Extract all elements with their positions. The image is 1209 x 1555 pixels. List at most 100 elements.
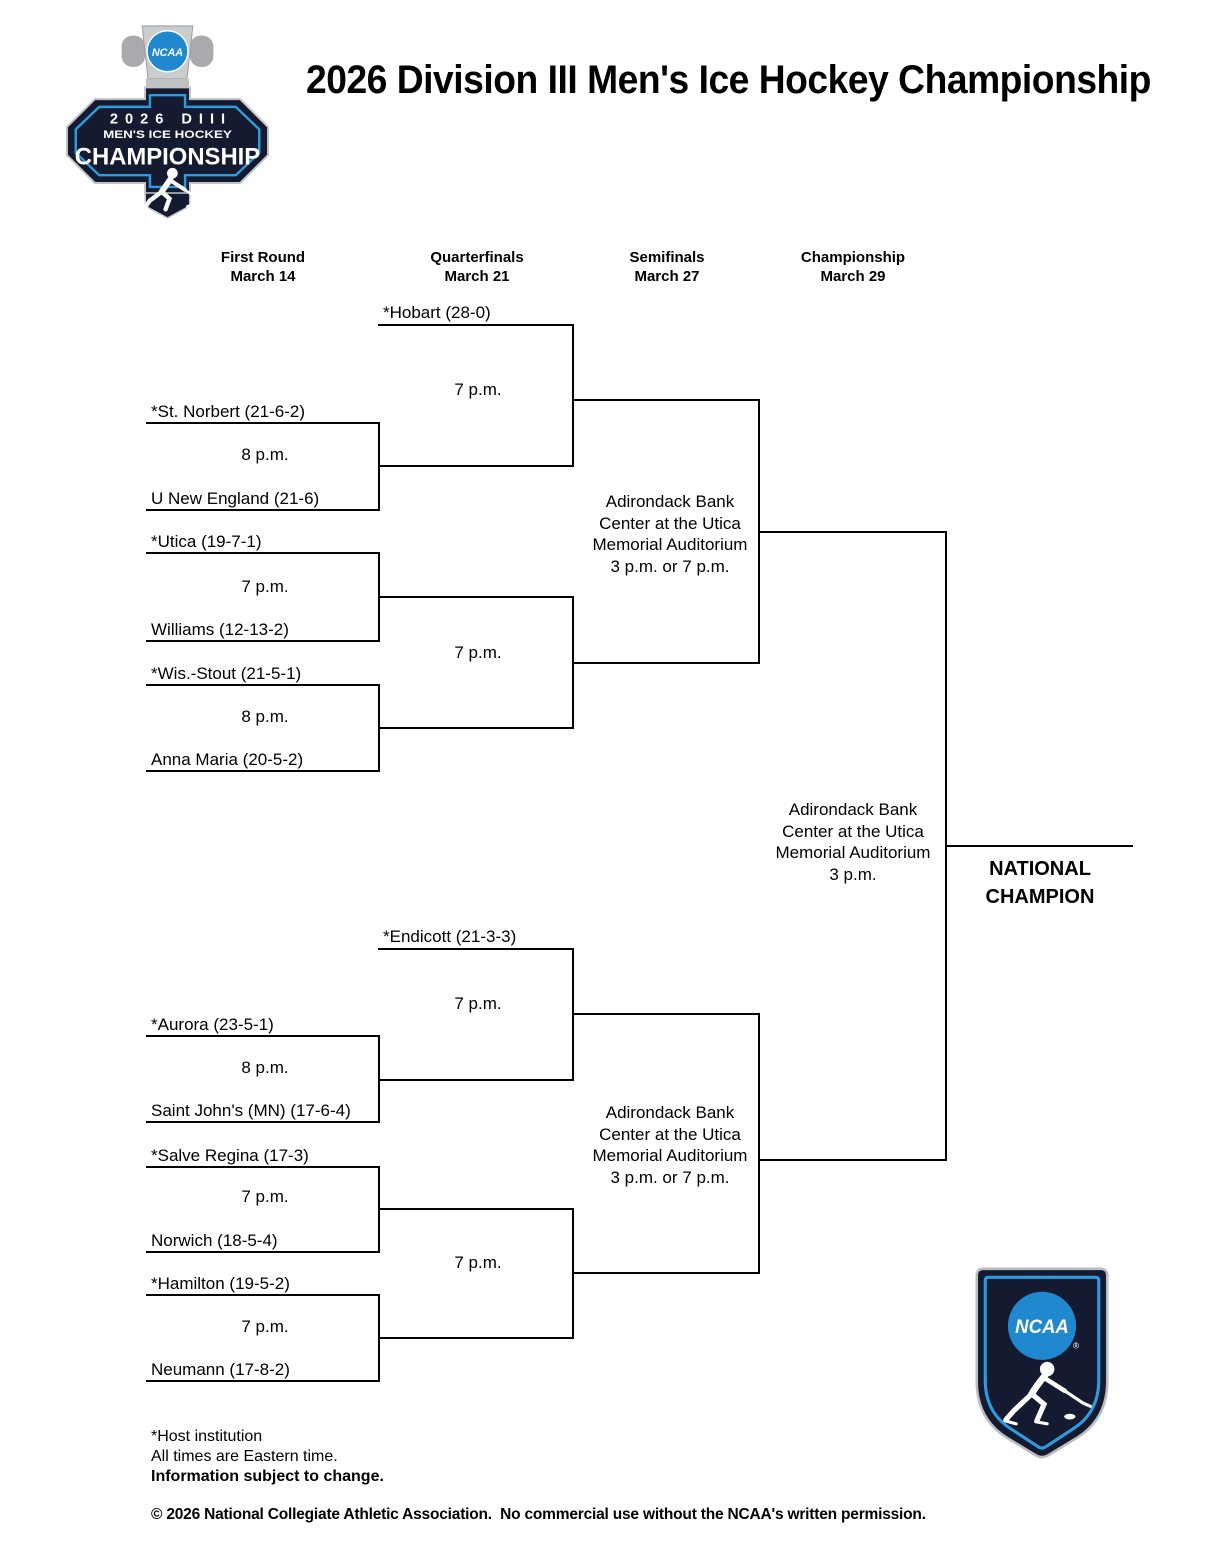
column-header-quarterfinals: Quarterfinals March 21: [392, 248, 562, 286]
bracket-line: [759, 1159, 947, 1161]
venue-line: Adirondack Bank: [605, 492, 735, 511]
team-anna-maria: Anna Maria (20-5-2): [151, 750, 304, 769]
bracket-line: [146, 552, 380, 554]
bracket-line: [573, 662, 760, 664]
bracket-line: [572, 324, 574, 467]
game-time: 7 p.m.: [454, 380, 502, 399]
logo-championship-text: CHAMPIONSHIP: [75, 143, 260, 170]
bracket-line: [379, 465, 574, 467]
footnote-subject-to-change: Information subject to change.: [151, 1468, 384, 1485]
badge-accent-line: [74, 93, 261, 189]
venue-line: Center at the Utica: [782, 821, 924, 841]
bracket-line: [759, 531, 947, 533]
badge-shape: [66, 86, 269, 196]
bracket-line: [379, 1208, 574, 1210]
ncaa-circle: [1007, 1291, 1077, 1360]
column-header-semifinals: Semifinals March 27: [582, 248, 752, 286]
champion-line1: NATIONAL: [989, 858, 1091, 880]
bracket-line: [146, 1035, 380, 1037]
national-champion-label: NATIONAL CHAMPION: [947, 855, 1133, 911]
bracket-line: [378, 324, 574, 326]
team-hobart: *Hobart (28-0): [383, 303, 491, 322]
round-label: Championship: [800, 249, 906, 266]
semifinal-venue-bottom: Adirondack Bank Center at the Utica Memo…: [560, 1102, 780, 1188]
venue-line: Adirondack Bank: [605, 1103, 735, 1122]
ncaa-text: NCAA: [1015, 1316, 1069, 1338]
game-time: 7 p.m.: [454, 643, 502, 662]
column-header-first-round: First Round March 14: [178, 248, 348, 286]
bracket-line: [379, 727, 574, 729]
team-saint-johns: Saint John's (MN) (17-6-4): [151, 1101, 351, 1120]
game-time: 7 p.m.: [241, 577, 289, 596]
team-u-new-england: U New England (21-6): [151, 489, 320, 508]
team-utica: *Utica (19-7-1): [151, 532, 262, 551]
team-hamilton: *Hamilton (19-5-2): [151, 1274, 290, 1293]
shield-accent-line: [983, 1275, 1101, 1450]
footnote-host: *Host institution: [151, 1428, 263, 1445]
bracket-line: [378, 948, 574, 950]
championship-logo: NCAA 2026 DIII MEN'S ICE HOCKEY CHAMPION…: [66, 25, 269, 219]
copyright-notice: © 2026 National Collegiate Athletic Asso…: [151, 1506, 926, 1523]
bracket-line: [573, 1272, 760, 1274]
bracket-line: [146, 640, 380, 642]
bracket-line: [758, 1013, 760, 1274]
champion-line2: CHAMPION: [985, 886, 1095, 908]
game-time: 8 p.m.: [241, 707, 289, 726]
team-endicott: *Endicott (21-3-3): [383, 927, 517, 946]
bracket-line: [146, 770, 380, 772]
champion-line: [946, 845, 1133, 847]
bracket-line: [379, 1079, 574, 1081]
venue-line: Center at the Utica: [599, 1124, 741, 1144]
team-neumann: Neumann (17-8-2): [151, 1360, 290, 1379]
game-time: 7 p.m.: [241, 1317, 289, 1336]
venue-line: 3 p.m.: [829, 864, 877, 884]
championship-venue: Adirondack Bank Center at the Utica Memo…: [743, 799, 963, 885]
bracket-line: [146, 422, 380, 424]
ncaa-shield-logo: NCAA ®: [975, 1267, 1109, 1459]
hockey-player-icon: [141, 167, 205, 212]
footnote-times: All times are Eastern time.: [151, 1448, 338, 1465]
venue-line: Memorial Auditorium: [775, 843, 931, 862]
round-date: March 29: [820, 268, 886, 285]
bracket-line: [146, 1121, 380, 1123]
venue-line: 3 p.m. or 7 p.m.: [610, 556, 730, 576]
bracket-line: [146, 1294, 380, 1296]
trophy-ncaa-text: NCAA: [152, 47, 183, 59]
venue-line: 3 p.m. or 7 p.m.: [610, 1167, 730, 1187]
venue-line: Memorial Auditorium: [592, 535, 748, 554]
bracket-line: [573, 1013, 760, 1015]
team-williams: Williams (12-13-2): [151, 620, 289, 639]
round-label: First Round: [220, 249, 306, 266]
venue-line: Center at the Utica: [599, 513, 741, 533]
team-salve-regina: *Salve Regina (17-3): [151, 1146, 309, 1165]
round-date: March 14: [230, 268, 296, 285]
bracket-line: [379, 1337, 574, 1339]
bracket-line: [573, 399, 760, 401]
round-date: March 27: [634, 268, 700, 285]
page-title: 2026 Division III Men's Ice Hockey Champ…: [306, 58, 1151, 102]
round-label: Quarterfinals: [430, 249, 524, 266]
team-norwich: Norwich (18-5-4): [151, 1231, 278, 1250]
bracket-line: [146, 1166, 380, 1168]
game-time: 7 p.m.: [241, 1187, 289, 1206]
logo-sport-text: MEN'S ICE HOCKEY: [103, 129, 232, 141]
hockey-player-icon: [1003, 1361, 1093, 1426]
venue-line: Adirondack Bank: [788, 800, 918, 819]
bracket-line: [146, 509, 380, 511]
game-time: 7 p.m.: [454, 994, 502, 1013]
team-wis-stout: *Wis.-Stout (21-5-1): [151, 664, 302, 683]
game-time: 8 p.m.: [241, 445, 289, 464]
bracket-line: [146, 1380, 380, 1382]
trophy-icon: NCAA: [121, 25, 214, 93]
bracket-line: [379, 596, 574, 598]
bracket-line: [146, 1251, 380, 1253]
round-date: March 21: [444, 268, 510, 285]
game-time: 7 p.m.: [454, 1253, 502, 1272]
registered-mark: ®: [1073, 1342, 1079, 1351]
column-header-championship: Championship March 29: [768, 248, 938, 286]
venue-line: Memorial Auditorium: [592, 1146, 748, 1165]
team-aurora: *Aurora (23-5-1): [151, 1015, 274, 1034]
bracket-line: [146, 684, 380, 686]
semifinal-venue-top: Adirondack Bank Center at the Utica Memo…: [560, 491, 780, 577]
